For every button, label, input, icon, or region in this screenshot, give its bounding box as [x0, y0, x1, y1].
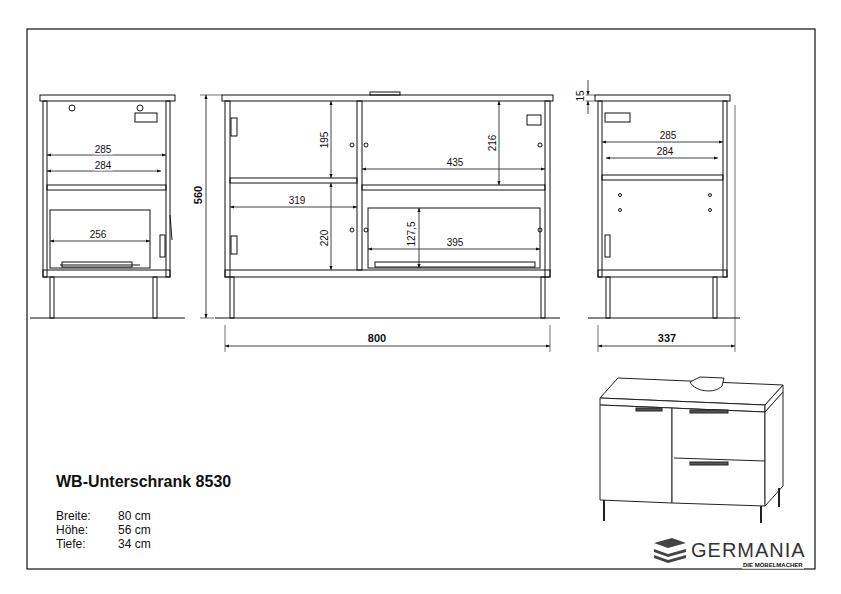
brand-name: GERMANIA: [690, 539, 807, 561]
dimension: 127,5: [406, 220, 417, 247]
dimension: 195: [319, 131, 330, 150]
spec-value: 56 cm: [117, 524, 152, 537]
dimension: 395: [446, 237, 465, 248]
dimension: 284: [94, 160, 113, 171]
spec-key: Tiefe:: [55, 538, 87, 551]
dimension: 285: [94, 144, 113, 155]
drawing-title: WB-Unterschrank 8530: [55, 473, 232, 491]
dimension: 284: [656, 146, 675, 157]
spec-key: Höhe:: [55, 524, 89, 537]
brand-tagline: DIE MÖBELMACHER: [742, 562, 804, 569]
dimension: 435: [446, 157, 465, 168]
spec-key: Breite:: [55, 510, 92, 523]
overall-dimension: 800: [367, 332, 387, 344]
cabinet-illustration: [600, 377, 783, 523]
dimension: 15: [575, 89, 586, 102]
overall-dimension: 337: [657, 332, 677, 344]
dimension: 220: [319, 229, 330, 248]
logo-mark: [654, 538, 686, 563]
overall-dimension: 560: [192, 185, 204, 205]
dimension: 285: [659, 130, 678, 141]
spec-value: 34 cm: [117, 538, 152, 551]
dimension: 216: [487, 134, 498, 153]
spec-value: 80 cm: [117, 510, 152, 523]
dimension: 319: [288, 195, 307, 206]
dimension: 256: [89, 229, 108, 240]
